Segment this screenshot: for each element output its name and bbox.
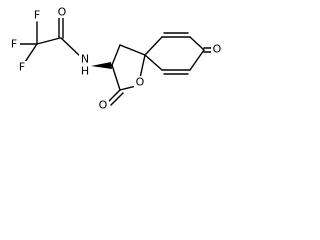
molecule-structure: F F F O N H O O O [8,6,223,112]
bond-c5-o1 [139,54,146,79]
bond-lower-right [189,49,205,71]
atom-o-lactone: O [99,99,108,112]
bond-carbonyl-n [60,37,81,57]
atom-o-ketone: O [213,43,222,56]
bond-spiro-lower [144,54,163,71]
bond-cf3-f-bottom [24,43,38,63]
atom-n-amide: N [81,53,89,66]
bond-cf3-carbonyl [36,37,61,45]
atom-h-amide: H [81,65,89,78]
atom-o-ring: O [136,76,145,89]
atom-o-amide: O [58,6,67,19]
bond-o1-c2 [119,85,137,91]
bond-lactone-co-1 [107,89,121,103]
atom-label-layer: F F F O N H O O O [8,6,223,112]
bond-c2-c3 [111,64,121,91]
atom-f-bottom: F [19,61,25,74]
atom-f-left: F [11,38,17,51]
bond-c4-c5 [119,44,146,56]
bond-layer [19,17,213,106]
atom-f-top: F [34,9,40,22]
bond-c3-c4 [111,44,121,66]
bond-n-c3-wedge [91,62,112,69]
bond-spiro-upper [144,36,163,56]
bond-lactone-co-2 [110,92,124,106]
bond-upper-right [189,36,205,51]
